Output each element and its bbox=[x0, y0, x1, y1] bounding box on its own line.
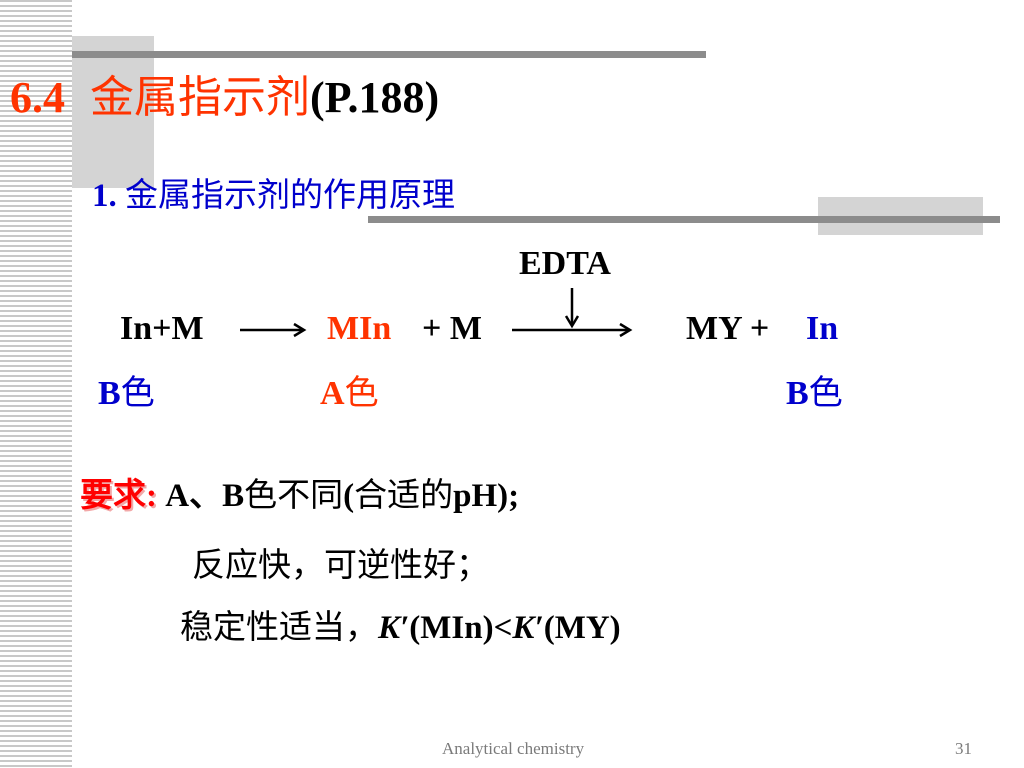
req3-prime-2: ′ bbox=[534, 610, 544, 646]
complex-min: MIn bbox=[327, 310, 392, 347]
footer-page-number: 31 bbox=[955, 739, 972, 758]
section-number: 1. bbox=[92, 178, 117, 214]
color-right-letter: B bbox=[786, 375, 809, 412]
req3-my: (MY) bbox=[543, 610, 621, 646]
req3-prime-1: ′ bbox=[400, 610, 410, 646]
title-page-ref: (P.188) bbox=[310, 73, 440, 122]
gray-block-left bbox=[72, 36, 154, 188]
title-number: 6.4 bbox=[10, 73, 65, 122]
footer-course: Analytical chemistry bbox=[442, 739, 585, 758]
requirement-line-2: 反应快，可逆性好； bbox=[192, 548, 489, 584]
color-right: B色 bbox=[786, 374, 843, 414]
color-middle-letter: A bbox=[320, 375, 345, 412]
edta-label: EDTA bbox=[519, 245, 611, 282]
requirement-label: 要求: bbox=[80, 478, 157, 514]
req3-stability: 稳定性适当， bbox=[180, 610, 378, 646]
top-rule bbox=[72, 51, 706, 58]
requirement-line-1: 要求: A、B色不同(合适的pH); bbox=[80, 474, 519, 518]
color-middle-word: 色 bbox=[344, 375, 379, 412]
req1-ab: A、B bbox=[165, 478, 245, 514]
req3-k-my: K bbox=[512, 610, 535, 646]
req1-color-different: 色不同 bbox=[244, 478, 344, 514]
color-left-letter: B bbox=[98, 375, 121, 412]
product-my: MY + bbox=[686, 310, 770, 347]
plus-m: + M bbox=[422, 310, 482, 347]
section-text: 金属指示剂的作用原理 bbox=[125, 178, 455, 214]
req3-min-lt: (MIn)< bbox=[409, 610, 513, 646]
reaction-arrow-1-icon bbox=[240, 322, 307, 338]
reactant-in-m: In+M bbox=[120, 310, 204, 347]
req1-suitable: 合适的 bbox=[354, 478, 454, 514]
req1-paren: ( bbox=[343, 478, 355, 514]
product-in: In bbox=[806, 310, 839, 347]
color-middle: A色 bbox=[320, 374, 379, 414]
requirement-line-3: 稳定性适当，K′(MIn)<K′(MY) bbox=[180, 606, 621, 650]
page-title: 6.4 金属指示剂(P.188) bbox=[10, 70, 439, 126]
left-stripe-decoration bbox=[0, 0, 72, 768]
req1-ph: pH); bbox=[453, 478, 520, 514]
edta-down-arrow-icon bbox=[564, 288, 580, 329]
color-left-word: 色 bbox=[120, 375, 155, 412]
reaction-arrow-2-icon bbox=[512, 322, 633, 338]
req3-k-min: K bbox=[378, 610, 401, 646]
color-left: B色 bbox=[98, 374, 155, 414]
mid-rule bbox=[368, 216, 1000, 223]
color-right-word: 色 bbox=[808, 375, 843, 412]
title-text: 金属指示剂 bbox=[90, 73, 310, 122]
section-heading: 1. 金属指示剂的作用原理 bbox=[92, 174, 455, 218]
